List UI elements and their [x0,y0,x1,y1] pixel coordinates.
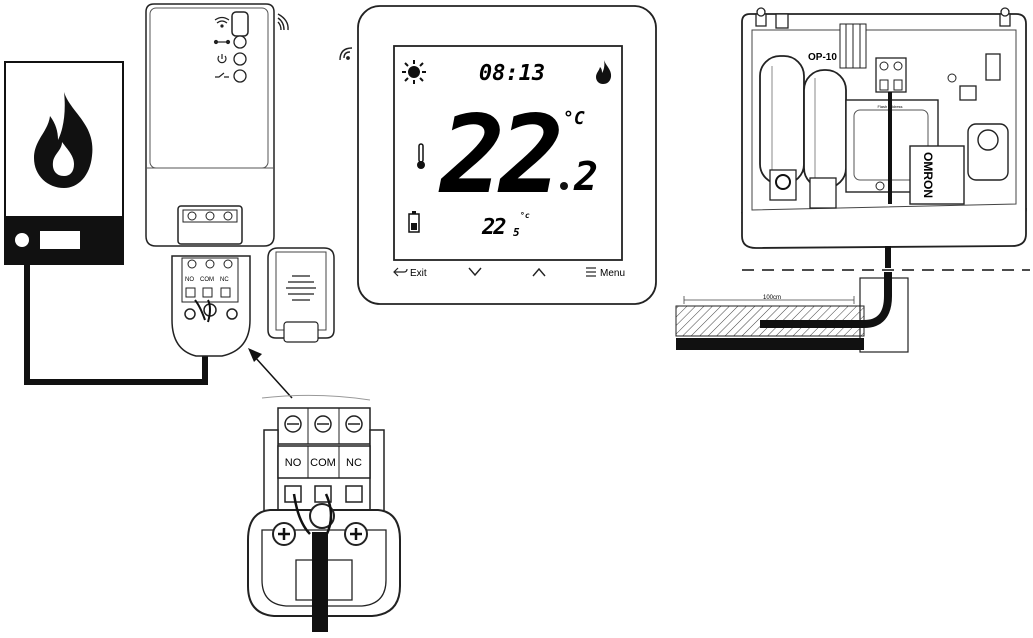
thermostat-temp-decimal: 2 [573,154,598,200]
sun-icon [402,60,426,84]
terminal-label-nc: NC [346,457,362,469]
chevron-down-icon [468,267,482,277]
terminal-detail: NO COM NC [247,394,401,632]
pin-header [839,23,867,69]
back-arrow-icon [393,267,408,277]
sensor-box: OP-10 Flash address OMRON [675,7,1030,353]
power-icon [217,54,227,64]
receiver-terminal-com: COM [200,277,214,283]
menu-button-label: Menu [600,268,625,279]
relay-icon [215,72,229,78]
menu-button[interactable]: Menu [586,267,625,279]
down-button[interactable] [468,267,482,277]
flame-icon [34,92,93,188]
screw-terminal [875,57,907,93]
board-label: OP-10 [808,52,837,63]
terminal-cable [312,532,328,632]
thermostat-temp-secondary: 22 [481,215,506,240]
boiler-display [40,231,80,249]
relay-brand: OMRON [921,152,935,198]
receiver-pair-button[interactable] [231,11,249,37]
battery-icon [408,211,420,233]
chevron-up-icon [532,267,546,277]
cable-distance: 100cm [763,295,781,301]
terminal-label-no: NO [285,457,302,469]
receiver-led-relay [233,69,247,83]
receiver-terminal-no: NO [185,277,194,283]
thermostat-temp-unit: °C [563,108,585,129]
receiver-cover [267,247,335,343]
boiler [4,61,124,265]
battery-cells [759,55,847,209]
thermostat-temp-secondary-unit: °c [520,211,530,220]
detail-arrow [248,348,293,399]
up-button[interactable] [532,267,546,277]
thermostat-temp-secondary-decimal: 5 [513,226,520,239]
decimal-point [560,182,568,190]
thermostat-temp-main: 22 [438,93,559,218]
thermostat: 08:13 22 °C 2 22 5 °c Exit [339,5,657,305]
boiler-indicator-icon [15,233,29,247]
menu-list-icon [586,267,596,277]
terminal-label-com: COM [310,457,336,469]
exit-button[interactable]: Exit [393,267,427,279]
link-icon [213,39,231,45]
relay [909,145,965,205]
thermostat-signal-icon [339,47,353,61]
heating-flame-icon [596,60,612,84]
receiver-signal-icon [277,13,289,31]
exit-button-label: Exit [410,268,427,279]
receiver-led-power [233,52,247,66]
receiver-unit: NO COM NC [145,3,289,357]
thermostat-time: 08:13 [479,61,545,86]
wifi-icon [214,16,230,28]
thermostat-screen [393,45,623,261]
receiver-terminal-nc: NC [220,277,229,283]
receiver-led-link [233,35,247,49]
cable-conduit: 100cm [675,272,892,350]
thermometer-icon [417,143,425,169]
